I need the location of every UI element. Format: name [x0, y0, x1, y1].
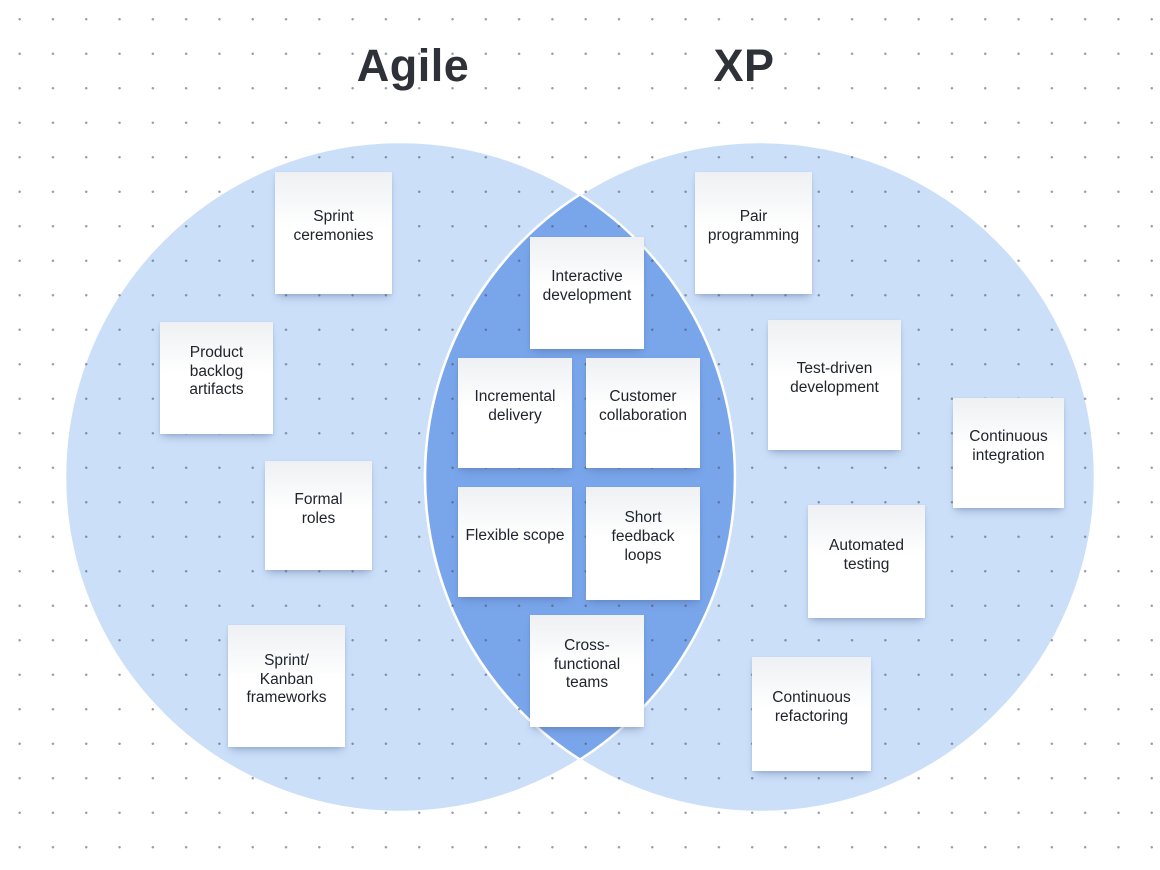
sticky-note-product-backlog-artifacts[interactable]: Product backlog artifacts	[160, 322, 273, 434]
sticky-note-interactive-development[interactable]: Interactive development	[530, 237, 644, 349]
diagram-title-agile[interactable]: Agile	[356, 40, 470, 91]
sticky-note-sprint-ceremonies[interactable]: Sprint ceremonies	[275, 172, 392, 294]
sticky-note-automated-testing[interactable]: Automated testing	[808, 505, 925, 618]
sticky-note-pair-programming[interactable]: Pair programming	[695, 172, 812, 294]
sticky-note-test-driven-development[interactable]: Test-driven development	[768, 320, 901, 450]
sticky-note-continuous-refactoring[interactable]: Continuous refactoring	[752, 657, 871, 771]
sticky-note-short-feedback-loops[interactable]: Short feedback loops	[586, 487, 700, 600]
sticky-note-customer-collaboration[interactable]: Customer collaboration	[586, 358, 700, 468]
sticky-note-sprint-kanban-frameworks[interactable]: Sprint/ Kanban frameworks	[228, 625, 345, 747]
sticky-note-incremental-delivery[interactable]: Incremental delivery	[458, 358, 572, 468]
sticky-note-formal-roles[interactable]: Formal roles	[265, 461, 372, 570]
sticky-note-flexible-scope[interactable]: Flexible scope	[458, 487, 572, 597]
diagram-title-xp[interactable]: XP	[713, 40, 775, 91]
sticky-note-cross-functional-teams[interactable]: Cross- functional teams	[530, 615, 644, 727]
sticky-note-continuous-integration[interactable]: Continuous integration	[953, 398, 1064, 508]
